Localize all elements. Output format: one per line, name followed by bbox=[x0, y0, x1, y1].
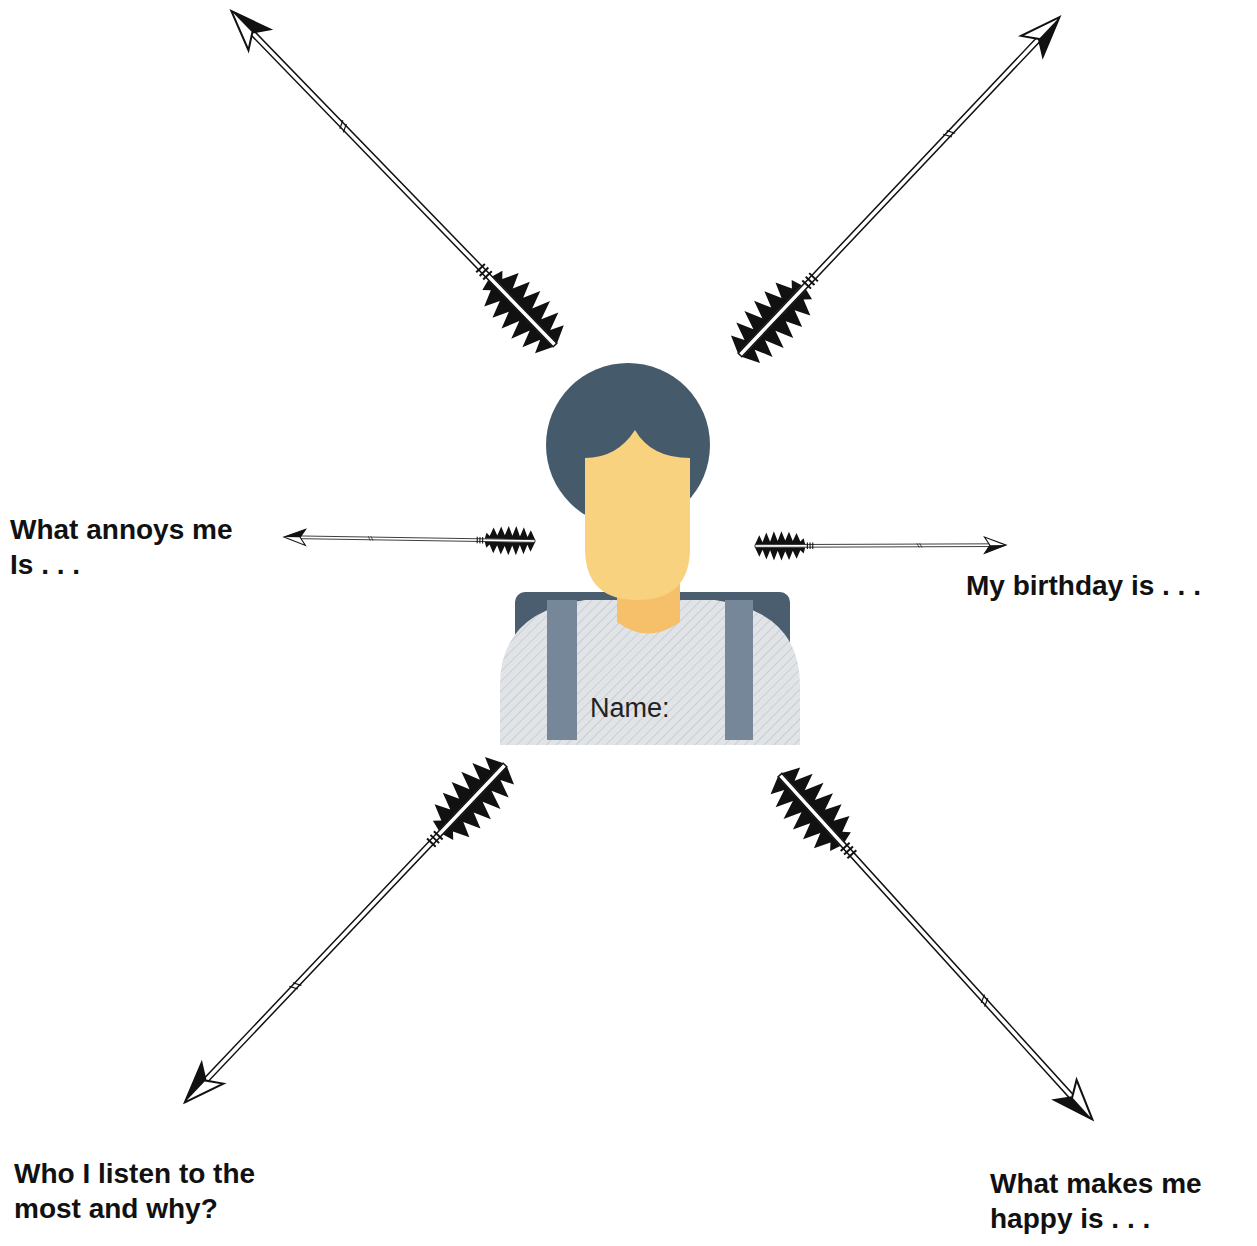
prompt-label: My birthday is . . . bbox=[966, 568, 1256, 603]
prompt-label: What makes me happy is . . . bbox=[990, 1166, 1250, 1236]
backpack-strap bbox=[547, 600, 577, 740]
face bbox=[585, 430, 690, 600]
arrow bbox=[760, 757, 1112, 1138]
person-illustration bbox=[495, 360, 805, 745]
arrow bbox=[212, 0, 574, 364]
name-field: Name: bbox=[590, 693, 670, 724]
backpack-strap bbox=[725, 600, 753, 740]
prompt-label: What annoys me Is . . . bbox=[10, 512, 260, 582]
arrow bbox=[720, 0, 1079, 374]
prompt-label: Who I listen to the most and why? bbox=[14, 1156, 324, 1226]
person-figure: Name: bbox=[495, 360, 805, 745]
arrow bbox=[755, 531, 1006, 561]
arrow bbox=[165, 746, 524, 1120]
arrow bbox=[284, 522, 536, 555]
